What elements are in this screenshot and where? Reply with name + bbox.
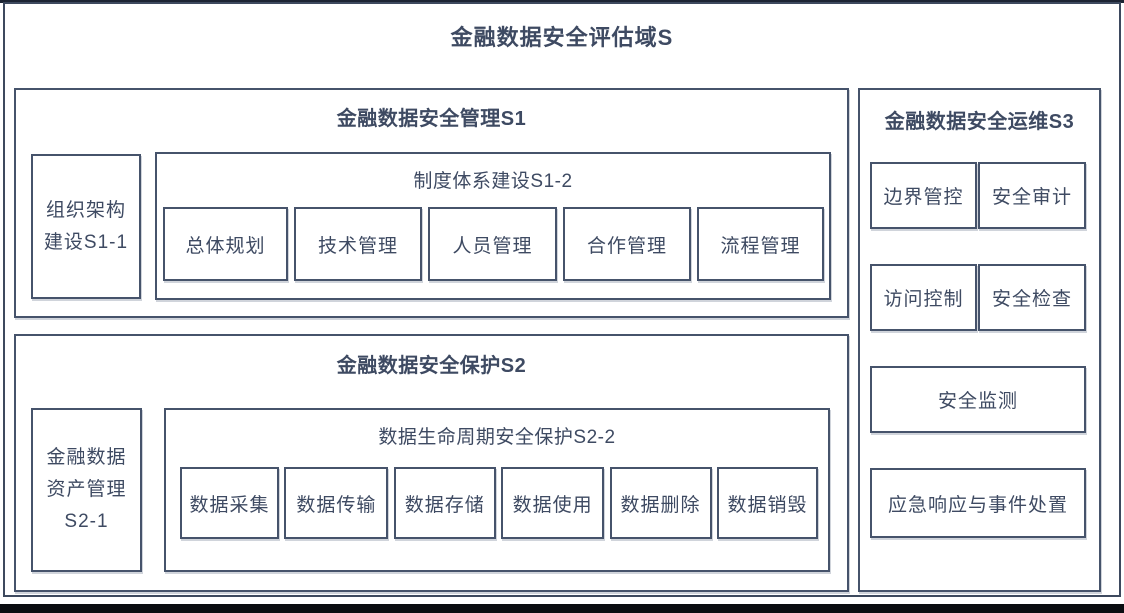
s2-1-line: 金融数据 — [46, 447, 127, 468]
s1-2-title: 制度体系建设S1-2 — [413, 171, 573, 192]
box-s2-1-data-asset-management: 金融数据 资产管理 S2-1 — [31, 408, 142, 572]
letterbox-top-bar — [0, 0, 1124, 3]
s3-row-1: 边界管控 安全审计 — [870, 162, 1086, 229]
s1-2-items-row: 总体规划 技术管理 人员管理 合作管理 流程管理 — [163, 207, 824, 281]
box-process-management: 流程管理 — [697, 207, 824, 281]
box-data-deletion: 数据删除 — [609, 467, 712, 539]
s2-1-line: S2-1 — [64, 511, 109, 532]
s2-2-title: 数据生命周期安全保护S2-2 — [378, 427, 616, 448]
box-boundary-control: 边界管控 — [870, 162, 977, 229]
box-security-monitoring: 安全监测 — [870, 366, 1086, 433]
s1-1-line: 建设S1-1 — [43, 231, 129, 253]
box-personnel-management: 人员管理 — [428, 207, 557, 281]
s2-2-items-row: 数据采集 数据传输 数据存储 数据使用 数据删除 数据销毁 — [180, 467, 818, 539]
group-s2-2-lifecycle-protection: 数据生命周期安全保护S2-2 数据采集 数据传输 数据存储 数据使用 数据删除 … — [164, 408, 830, 572]
s3-title: 金融数据安全运维S3 — [884, 111, 1075, 133]
s3-row-2: 访问控制 安全检查 — [870, 264, 1086, 331]
box-access-control: 访问控制 — [870, 264, 977, 331]
box-data-storage: 数据存储 — [393, 467, 496, 539]
box-technology-management: 技术管理 — [294, 207, 422, 281]
box-overall-planning: 总体规划 — [163, 207, 288, 281]
box-security-audit: 安全审计 — [978, 162, 1086, 229]
box-security-inspection: 安全检查 — [978, 264, 1086, 331]
s2-1-line: 资产管理 — [46, 479, 127, 500]
letterbox-bottom-bar — [0, 604, 1124, 613]
section-s2-protection: 金融数据安全保护S2 金融数据 资产管理 S2-1 数据生命周期安全保护S2-2… — [14, 334, 849, 592]
box-s1-1-org-structure: 组织架构 建设S1-1 — [31, 154, 141, 299]
box-emergency-response: 应急响应与事件处置 — [870, 468, 1086, 538]
s1-title: 金融数据安全管理S1 — [336, 108, 527, 130]
box-cooperation-management: 合作管理 — [563, 207, 691, 281]
box-data-destruction: 数据销毁 — [716, 467, 818, 539]
diagram-title: 金融数据安全评估域S — [450, 25, 674, 50]
section-s1-management: 金融数据安全管理S1 组织架构 建设S1-1 制度体系建设S1-2 总体规划 技… — [14, 88, 849, 318]
group-s1-2-institution-system: 制度体系建设S1-2 总体规划 技术管理 人员管理 合作管理 流程管理 — [155, 152, 831, 300]
box-data-usage: 数据使用 — [501, 467, 605, 539]
box-data-collection: 数据采集 — [180, 467, 279, 539]
section-s3-operations: 金融数据安全运维S3 边界管控 安全审计 访问控制 安全检查 安全监测 应急响应… — [858, 88, 1101, 592]
s2-title: 金融数据安全保护S2 — [336, 355, 527, 377]
box-data-transmission: 数据传输 — [284, 467, 389, 539]
s1-1-line: 组织架构 — [45, 199, 126, 221]
